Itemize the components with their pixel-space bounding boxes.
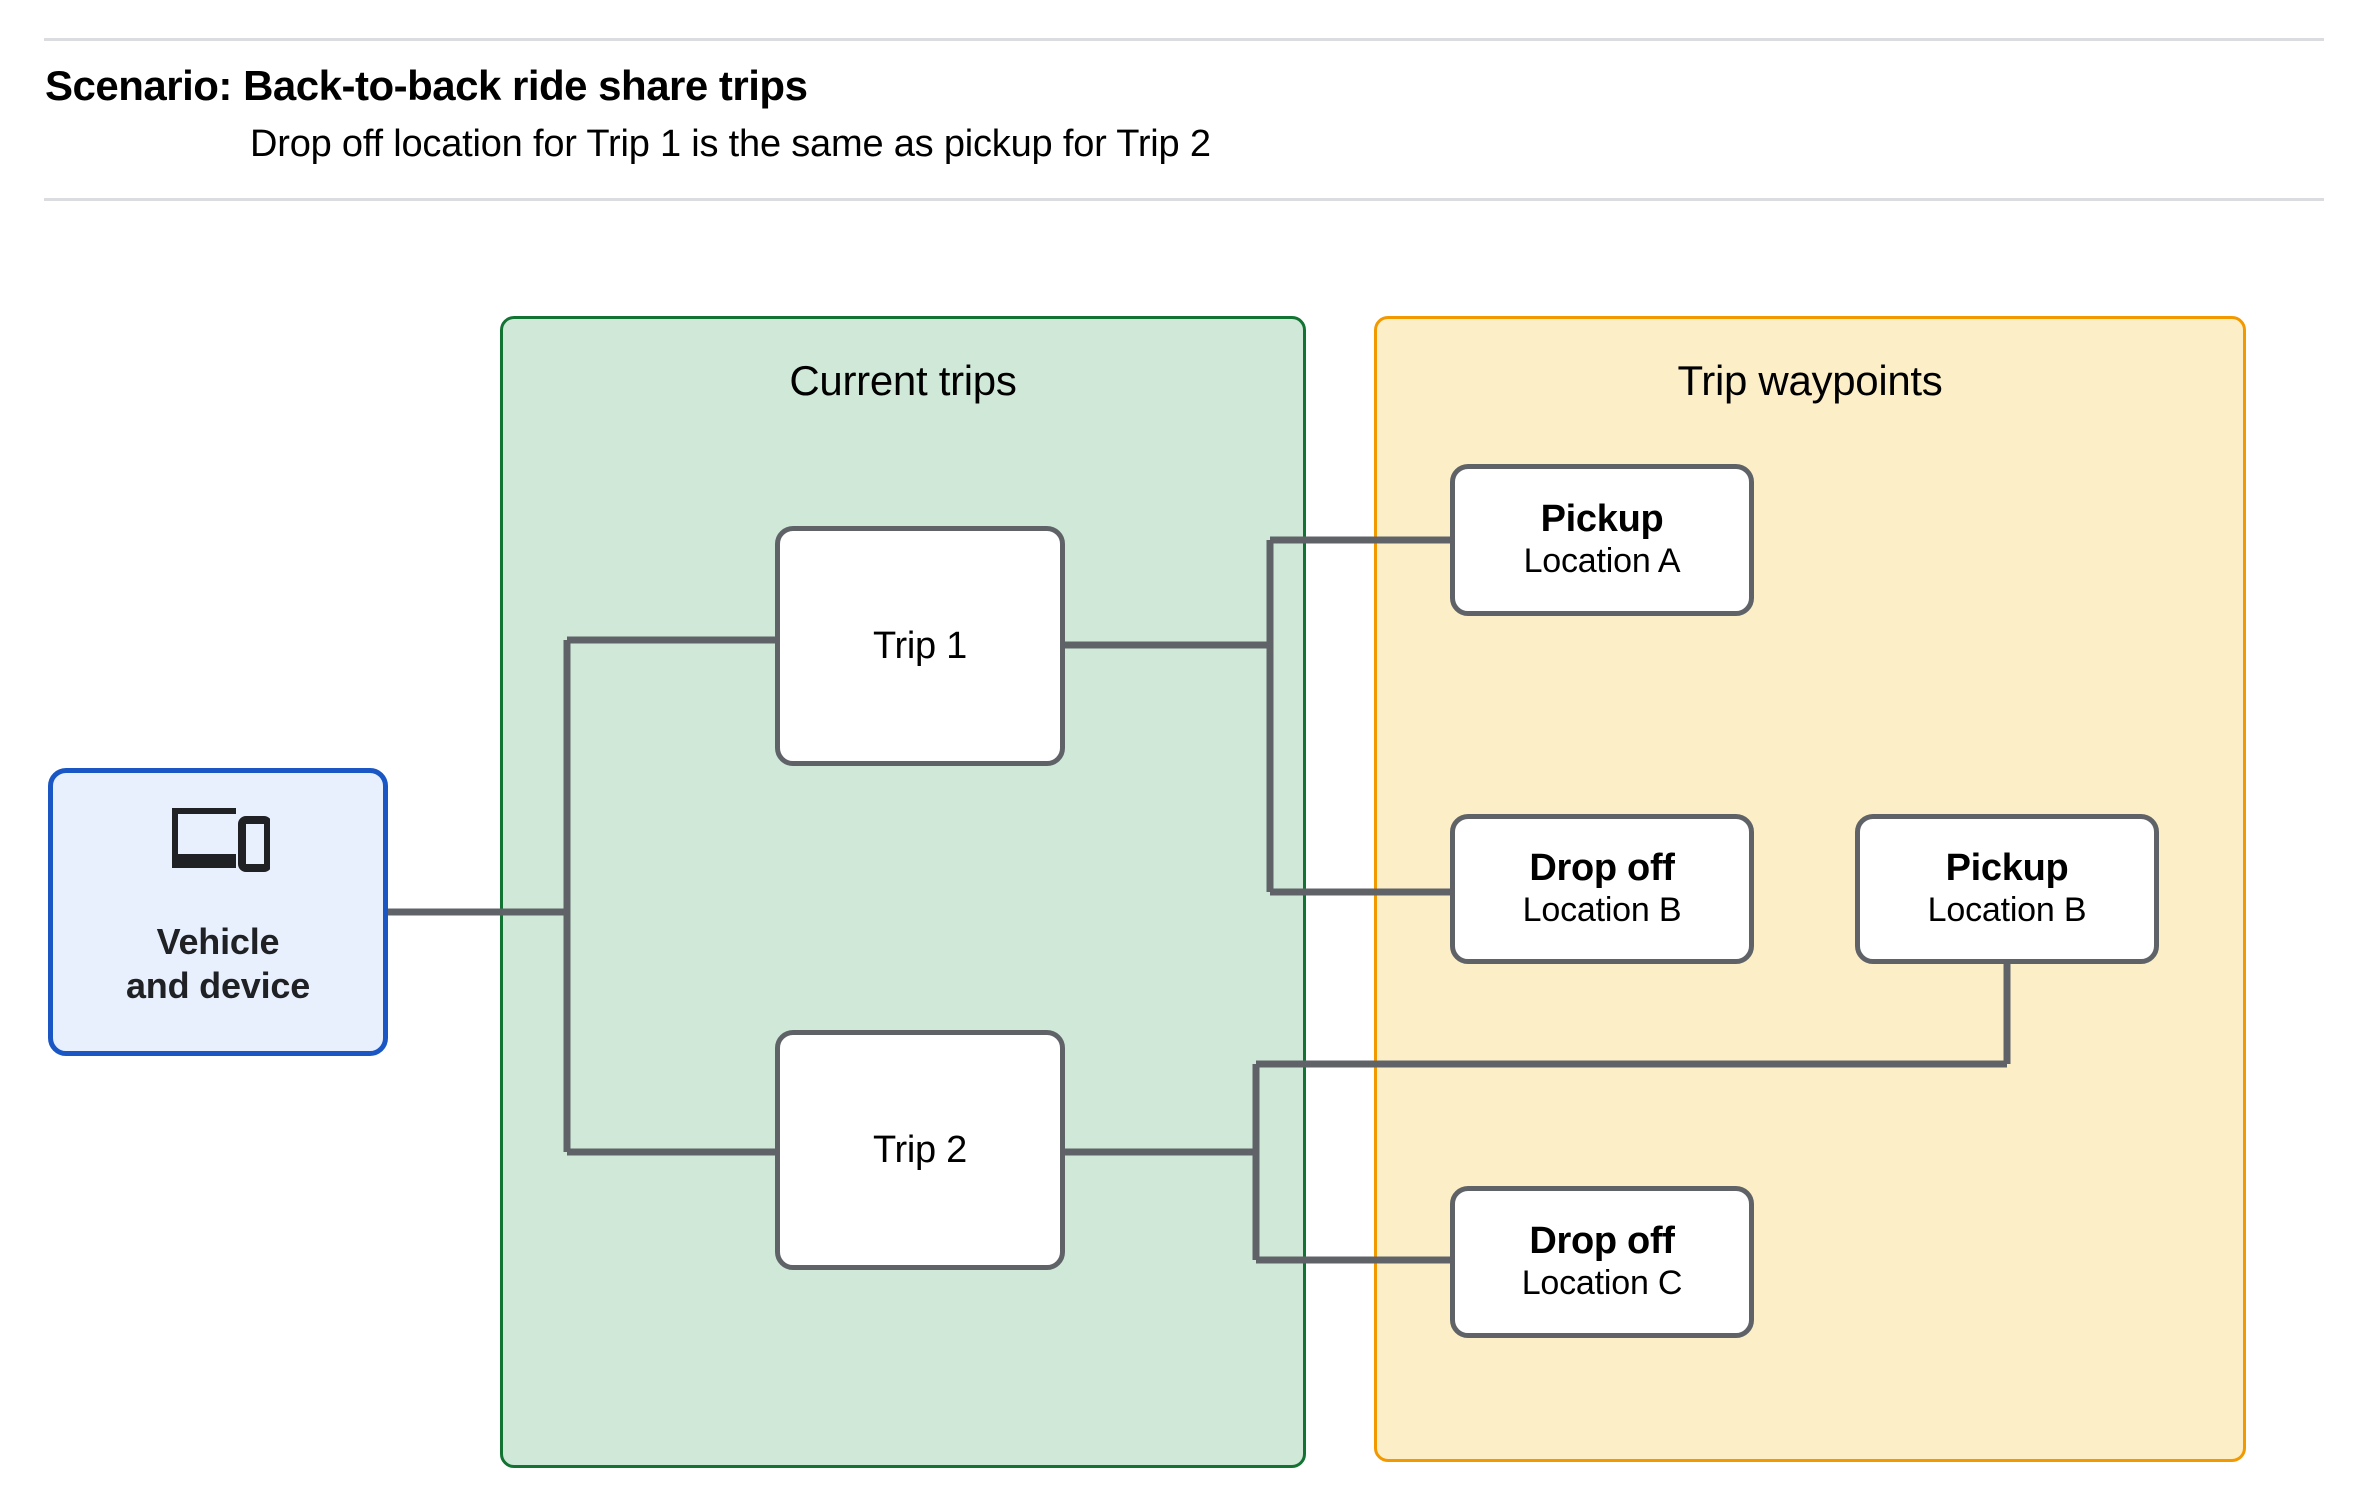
dropoff-c-location: Location C	[1521, 1263, 1683, 1302]
node-waypoint-pickup-b[interactable]: Pickup Location B	[1855, 814, 2159, 964]
dropoff-b-title: Drop off	[1529, 847, 1675, 890]
page-subtitle: Drop off location for Trip 1 is the same…	[250, 123, 1211, 165]
pickup-a-location: Location A	[1523, 541, 1681, 580]
header-divider-bottom	[44, 198, 2324, 201]
pickup-b-title: Pickup	[1945, 847, 2069, 890]
vehicle-label-line-1: Vehicle	[156, 921, 280, 963]
laptop-and-phone-icon	[166, 802, 272, 876]
trip-2-label: Trip 2	[873, 1128, 967, 1171]
group-trip-waypoints-title: Trip waypoints	[1677, 357, 1943, 404]
node-waypoint-pickup-a[interactable]: Pickup Location A	[1450, 464, 1754, 616]
node-waypoint-dropoff-c[interactable]: Drop off Location C	[1450, 1186, 1754, 1338]
trip-1-label: Trip 1	[873, 624, 967, 667]
group-current-trips: Current trips	[500, 316, 1306, 1468]
pickup-b-location: Location B	[1927, 890, 2087, 929]
page-title: Scenario: Back-to-back ride share trips	[45, 62, 808, 109]
group-current-trips-title: Current trips	[789, 357, 1017, 404]
dropoff-c-title: Drop off	[1529, 1220, 1675, 1263]
node-waypoint-dropoff-b[interactable]: Drop off Location B	[1450, 814, 1754, 964]
dropoff-b-location: Location B	[1522, 890, 1682, 929]
pickup-a-title: Pickup	[1540, 498, 1664, 541]
node-trip-2[interactable]: Trip 2	[775, 1030, 1065, 1270]
node-trip-1[interactable]: Trip 1	[775, 526, 1065, 766]
vehicle-and-device-label: Vehicle and device	[126, 920, 310, 1008]
node-vehicle-and-device[interactable]: Vehicle and device	[48, 768, 388, 1056]
header-divider-top	[44, 38, 2324, 41]
vehicle-label-line-2: and device	[125, 965, 311, 1006]
